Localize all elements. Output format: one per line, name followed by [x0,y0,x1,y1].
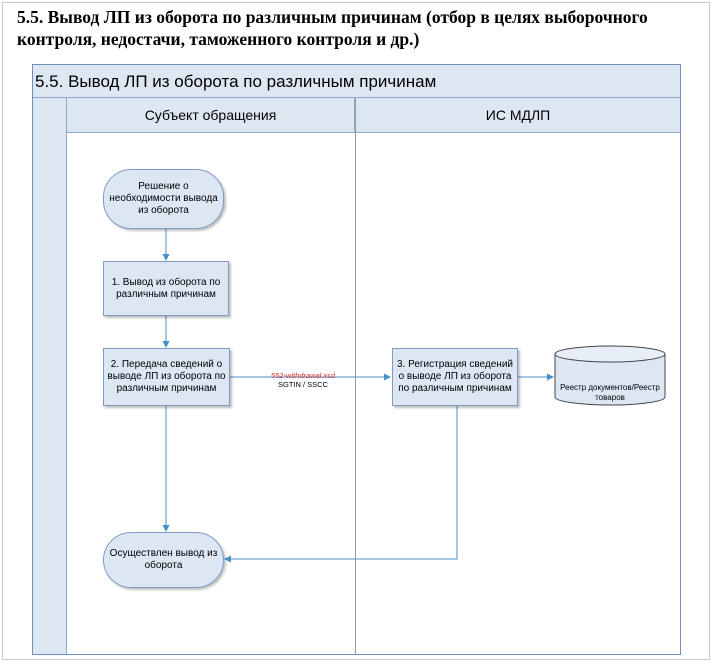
flow-diagram: 5.5. Вывод ЛП из оборота по различным пр… [32,64,681,655]
connectors [162,229,666,563]
lane-header-subject: Субъект обращения [67,98,355,133]
start-decision-node: Решение о необходимости вывода из оборот… [103,169,224,229]
pool-side-bar [33,98,67,654]
lane-header-is-mdlp: ИС МДЛП [356,98,680,133]
edge-step3-to-end [224,406,458,563]
step-2-transfer-node: 2. Передача сведений о выводе ЛП из обор… [103,348,230,406]
pool-title: 5.5. Вывод ЛП из оборота по различным пр… [33,65,680,98]
schema-label: 552-withdrawal.xsd [270,371,336,380]
edge-label-group: 552-withdrawal.xsd SGTIN / SSCC [258,371,348,389]
section-heading: 5.5. Вывод ЛП из оборота по различным пр… [17,7,648,49]
step-1-withdrawal-node: 1. Вывод из оборота по различным причина… [103,261,229,316]
identifiers-label: SGTIN / SSCC [277,380,328,389]
end-withdrawn-node: Осуществлен вывод из оборота [103,532,224,588]
lane-divider [355,98,356,654]
registry-database-shape [554,345,666,406]
step-3-registration-node: 3. Регистрация сведений о выводе ЛП из о… [392,348,518,406]
registry-label: Реестр документов/Реестр товаров [560,383,660,402]
